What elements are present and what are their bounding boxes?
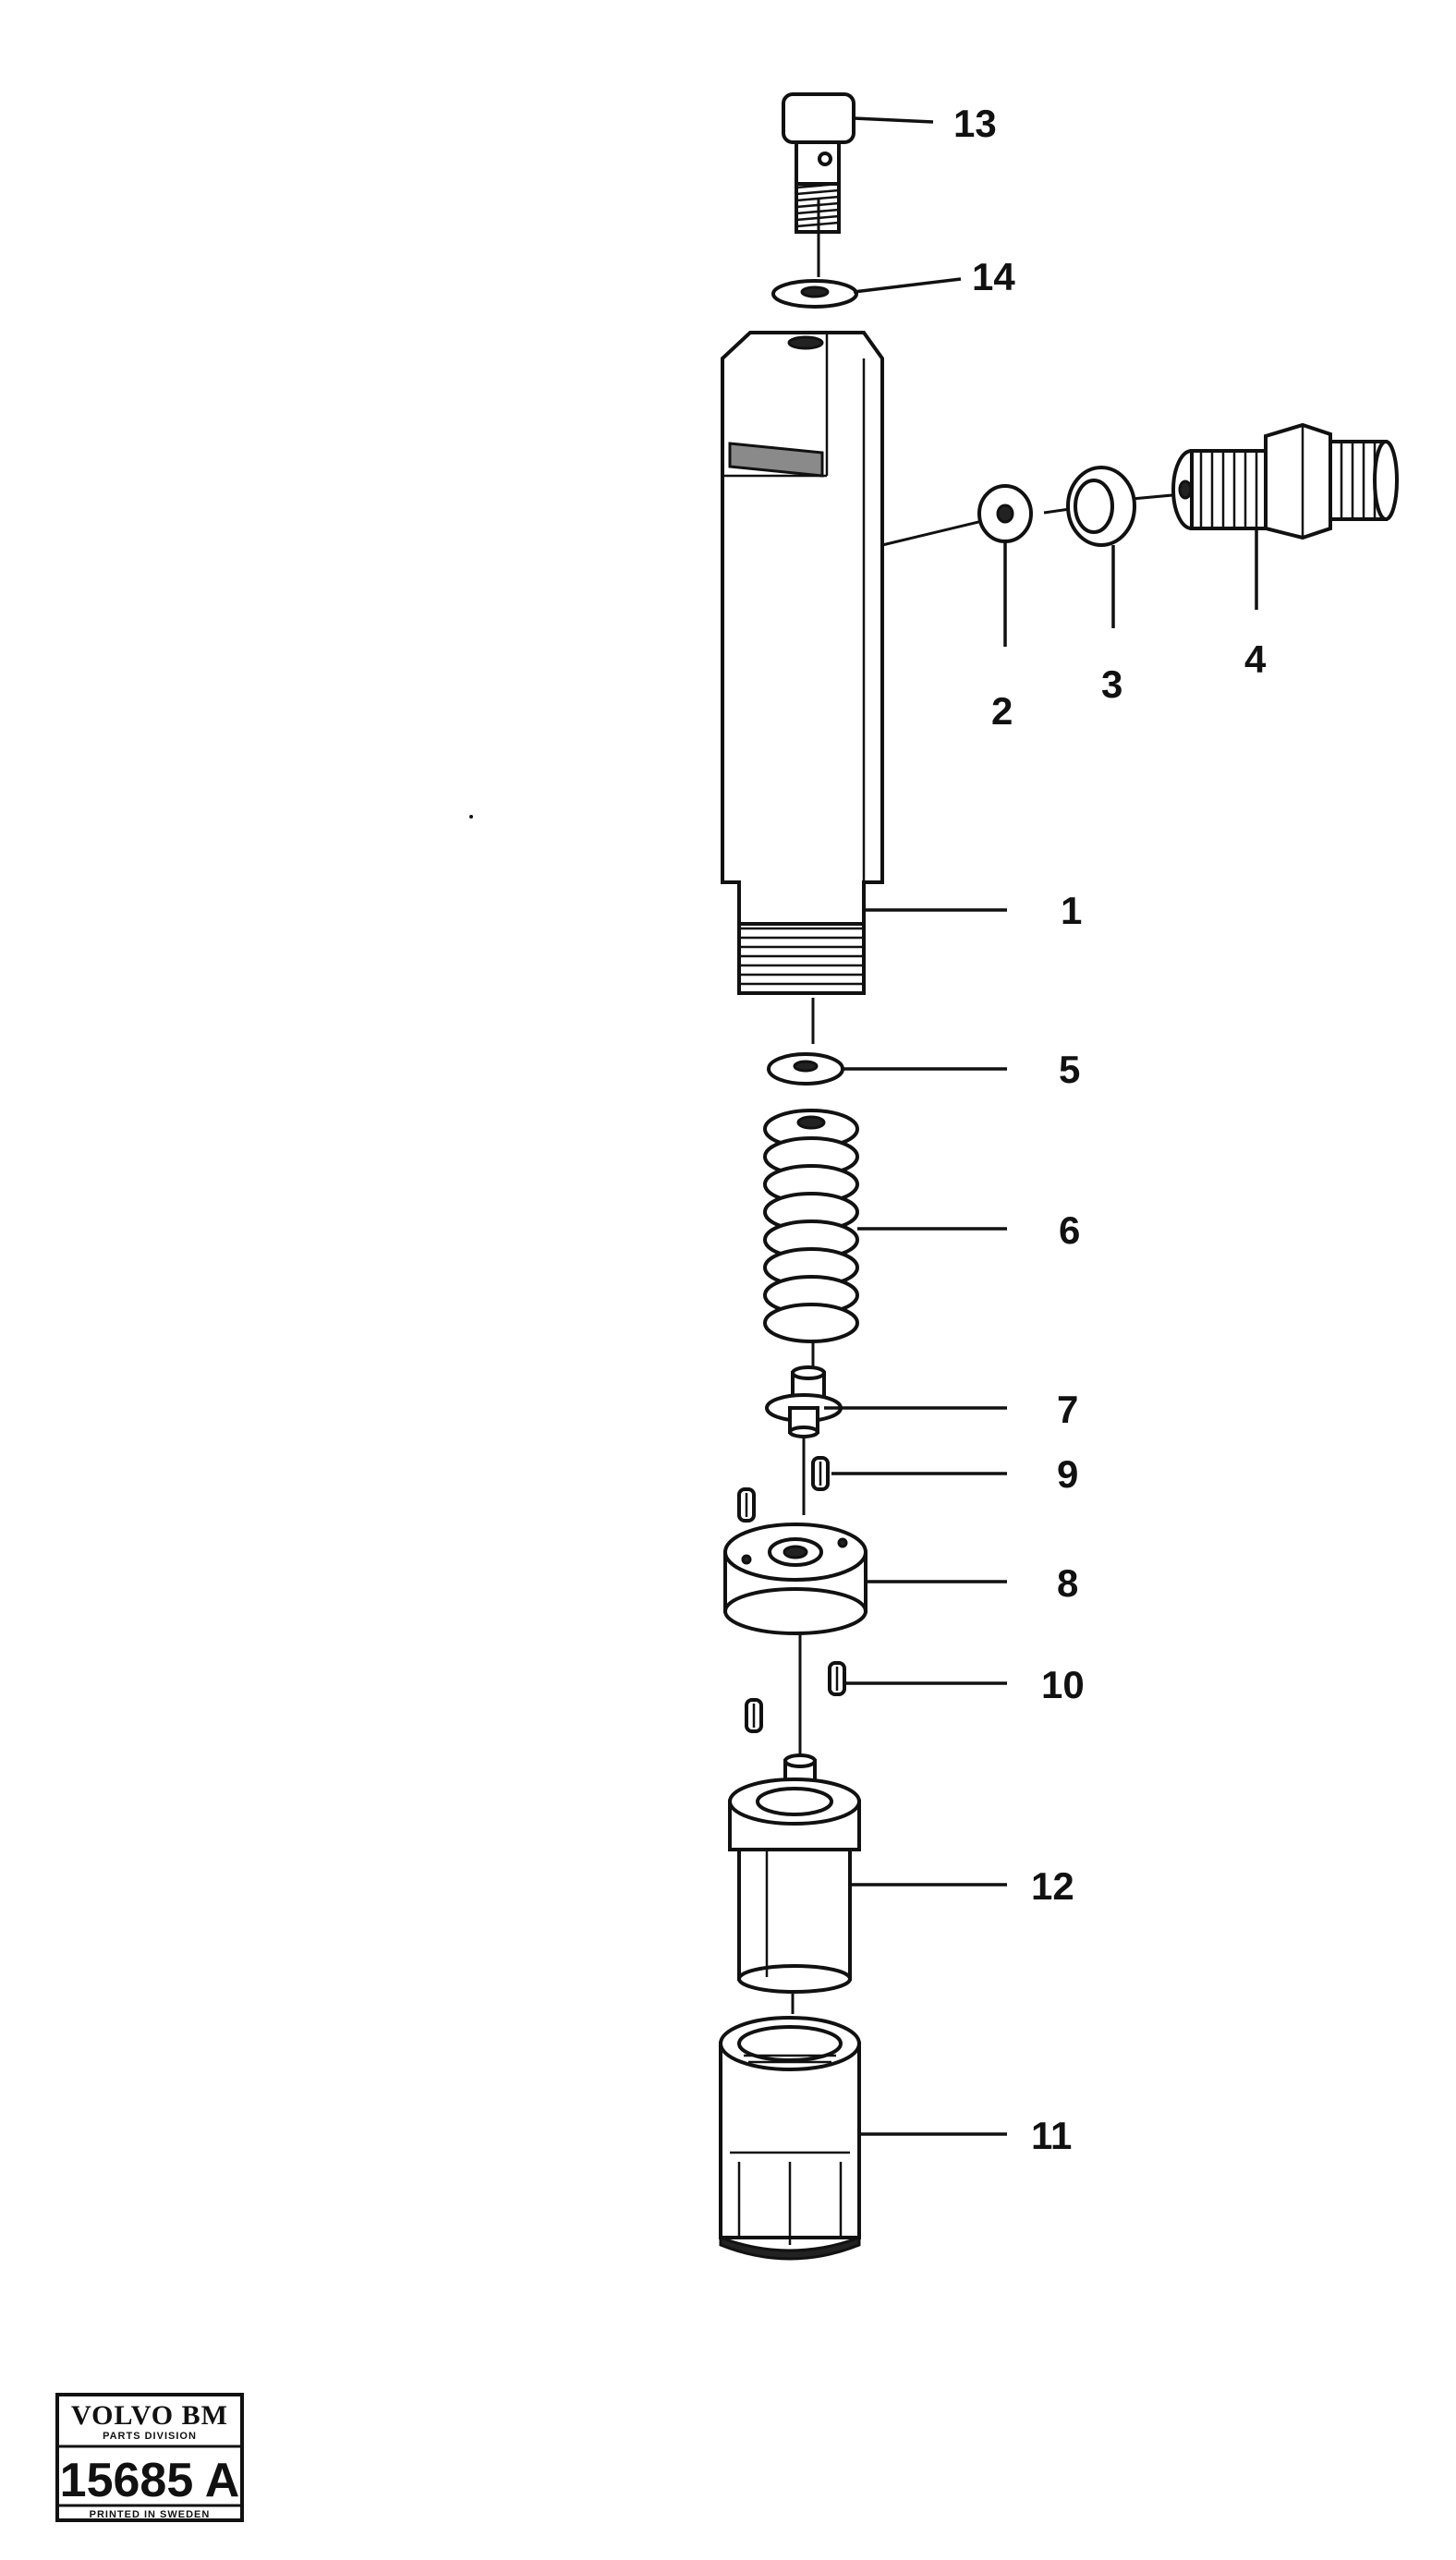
stamp-division: PARTS DIVISION (103, 2431, 197, 2442)
callout-4: 4 (1244, 637, 1267, 681)
part-9-pins (737, 1456, 830, 1523)
callout-10: 10 (1041, 1663, 1085, 1706)
part-4-connector (1171, 422, 1399, 540)
part-10-pins (745, 1661, 846, 1733)
part-11-nozzle-nut (719, 2016, 861, 2261)
stamp-printed: PRINTED IN SWEDEN (90, 2509, 211, 2520)
part-6-spring (763, 1109, 859, 1343)
callout-12: 12 (1031, 1864, 1074, 1908)
callout-5: 5 (1059, 1048, 1080, 1091)
callout-2: 2 (991, 689, 1013, 733)
part-12-nozzle (728, 1753, 861, 1994)
part-7-spring-seat (765, 1365, 843, 1438)
callout-13: 13 (953, 102, 997, 145)
part-8-intermediate-disc (723, 1523, 868, 1635)
stamp-number: 15685 A (60, 2454, 240, 2507)
callout-7: 7 (1057, 1388, 1078, 1431)
part-3-sealing-ring (1066, 466, 1136, 547)
callout-3: 3 (1101, 662, 1122, 706)
stray-mark (469, 815, 473, 819)
part-13-bolt (782, 92, 855, 234)
callout-11: 11 (1031, 2114, 1072, 2157)
part-14-washer (771, 279, 858, 309)
callout-6: 6 (1059, 1208, 1080, 1252)
callout-1: 1 (1061, 889, 1082, 932)
part-2-washer (977, 484, 1033, 543)
leader-lines (824, 116, 1258, 2136)
stamp-brand: VOLVO BM (71, 2400, 228, 2431)
callout-8: 8 (1057, 1561, 1078, 1605)
callouts: 13 14 2 3 4 1 5 6 7 9 8 10 12 11 (953, 102, 1267, 2157)
callout-14: 14 (972, 255, 1015, 298)
volvo-bm-stamp: VOLVO BM PARTS DIVISION 15685 A PRINTED … (55, 2393, 244, 2522)
part-1-holder-body (721, 331, 884, 995)
callout-9: 9 (1057, 1452, 1078, 1496)
part-5-shim (767, 1052, 844, 1086)
